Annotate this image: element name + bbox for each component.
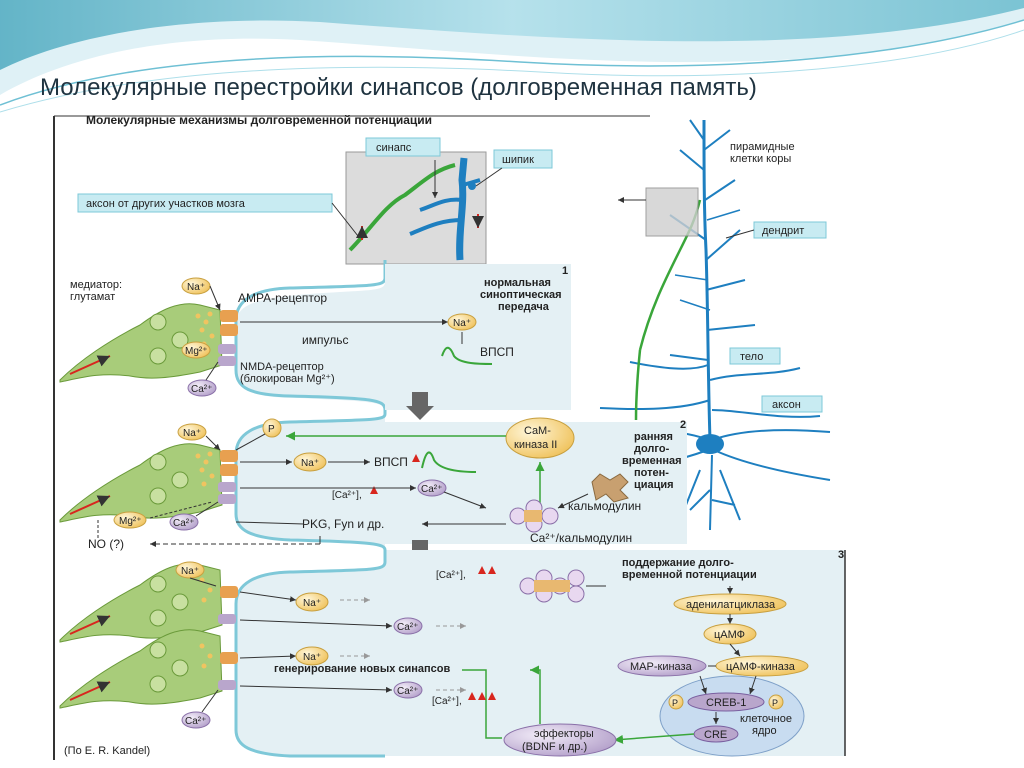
p2-ca-conc: [Ca²⁺], bbox=[332, 490, 362, 501]
p1-impulse: импульс bbox=[302, 333, 348, 347]
p2-num: 2 bbox=[680, 419, 686, 431]
dendrite-label: дендрит bbox=[762, 225, 804, 237]
p2-camk-2: киназа II bbox=[514, 439, 557, 451]
calmodulin-shape bbox=[591, 473, 629, 503]
axon-other-label: аксон от других участков мозга bbox=[86, 198, 246, 210]
p2-title-1: ранняя bbox=[634, 431, 673, 443]
p1-nmda-1: NMDA-рецептор bbox=[240, 361, 324, 373]
p2-ca: Ca²⁺ bbox=[173, 518, 194, 529]
p2-p: P bbox=[268, 424, 275, 435]
effectors bbox=[503, 723, 617, 757]
p1-epsp: ВПСП bbox=[480, 345, 514, 359]
panel-1 bbox=[59, 260, 571, 411]
transition-arrow-1 bbox=[406, 392, 434, 420]
p3-ca-conc: [Ca²⁺], bbox=[436, 570, 466, 581]
p3-na-2: Na⁺ bbox=[303, 652, 321, 663]
p1-ampa: AMPA-рецептор bbox=[238, 291, 327, 305]
p3-effectors-1: эффекторы bbox=[534, 728, 594, 740]
p3-p-left: P bbox=[672, 698, 678, 708]
p3-mapk: MAP-киназа bbox=[630, 661, 693, 673]
p3-creb: CREB-1 bbox=[706, 697, 746, 709]
camk-ii bbox=[505, 417, 575, 459]
p2-camk-1: CaM- bbox=[524, 425, 551, 437]
p1-epsp-trace bbox=[441, 346, 493, 365]
figure-header: Молекулярные механизмы долговременной по… bbox=[86, 113, 432, 127]
p3-calmodulin-cluster bbox=[519, 569, 585, 603]
p2-na: Na⁺ bbox=[183, 428, 201, 439]
p3-nucleus-2: ядро bbox=[752, 725, 777, 737]
p3-nucleus-1: клеточное bbox=[740, 713, 792, 725]
p2-title-2: долго- bbox=[634, 443, 670, 455]
p1-num: 1 bbox=[562, 265, 568, 277]
p2-mg: Mg²⁺ bbox=[119, 516, 142, 527]
p2-epsp: ВПСП bbox=[374, 455, 408, 469]
p2-title-5: циация bbox=[634, 479, 674, 491]
p2-title-4: потен- bbox=[634, 467, 669, 479]
p2-pkg: PKG, Fyn и др. bbox=[302, 517, 384, 531]
p2-no: NO (?) bbox=[88, 537, 124, 551]
calmodulin-cluster bbox=[509, 499, 559, 533]
p2-epsp-trace bbox=[421, 451, 477, 473]
p3-title-2: временной потенциации bbox=[622, 569, 757, 581]
p1-mediator-1: медиатор: bbox=[70, 279, 122, 291]
inset-dendrite bbox=[456, 157, 468, 261]
figure-credit: (По E. R. Kandel) bbox=[64, 745, 150, 757]
p1-title-3: передача bbox=[498, 301, 550, 313]
p3-ca-1: Ca²⁺ bbox=[397, 622, 418, 633]
synapse-label: синапс bbox=[376, 142, 412, 154]
p1-nmda-2: (блокирован Mg²⁺) bbox=[240, 373, 335, 385]
map-kinase bbox=[617, 655, 707, 677]
p3-adenylate: аденилатциклаза bbox=[686, 599, 776, 611]
p3-p-right: P bbox=[772, 698, 778, 708]
p3-effectors-2: (BDNF и др.) bbox=[522, 741, 587, 753]
p1-title-2: синоптическая bbox=[480, 289, 562, 301]
p3-na: Na⁺ bbox=[181, 566, 199, 577]
p3-ca-bottom: Ca²⁺ bbox=[185, 716, 206, 727]
p2-ca-mid: Ca²⁺ bbox=[421, 484, 442, 495]
p2-na-mid: Na⁺ bbox=[301, 458, 319, 469]
p2-title-3: временная bbox=[622, 455, 682, 467]
p1-ca: Ca²⁺ bbox=[191, 384, 212, 395]
creb-1 bbox=[687, 692, 765, 712]
p1-mediator-2: глутамат bbox=[70, 291, 115, 303]
p1-na: Na⁺ bbox=[187, 282, 205, 293]
p3-ca-conc-2: [Ca²⁺], bbox=[432, 696, 462, 707]
slide-title: Молекулярные перестройки синапсов (долго… bbox=[40, 74, 757, 101]
p1-mg: Mg²⁺ bbox=[185, 346, 208, 357]
p2-ca-calmodulin: Ca²⁺/кальмодулин bbox=[530, 531, 632, 545]
axon-label: аксон bbox=[772, 399, 801, 411]
p3-na-1: Na⁺ bbox=[303, 598, 321, 609]
p3-title-1: поддержание долго- bbox=[622, 557, 734, 569]
spine-label: шипик bbox=[502, 154, 534, 166]
p1-title-1: нормальная bbox=[484, 277, 551, 289]
p3-camp: цАМФ bbox=[714, 629, 745, 641]
pyramidal-label-2: клетки коры bbox=[730, 153, 791, 165]
p3-num: 3 bbox=[838, 549, 844, 561]
soma-label: тело bbox=[740, 351, 763, 363]
p3-ca-2: Ca²⁺ bbox=[397, 686, 418, 697]
p3-new-synapses: генерирование новых синапсов bbox=[274, 663, 451, 675]
ltp-diagram: Молекулярные механизмы долговременной по… bbox=[40, 110, 870, 768]
pyramidal-label-1: пирамидные bbox=[730, 141, 795, 153]
p1-na-right: Na⁺ bbox=[453, 318, 471, 329]
p3-cre: CRE bbox=[704, 729, 727, 741]
p3-campk: цАМФ-киназа bbox=[726, 661, 796, 673]
p2-calmodulin: кальмодулин bbox=[568, 499, 641, 513]
